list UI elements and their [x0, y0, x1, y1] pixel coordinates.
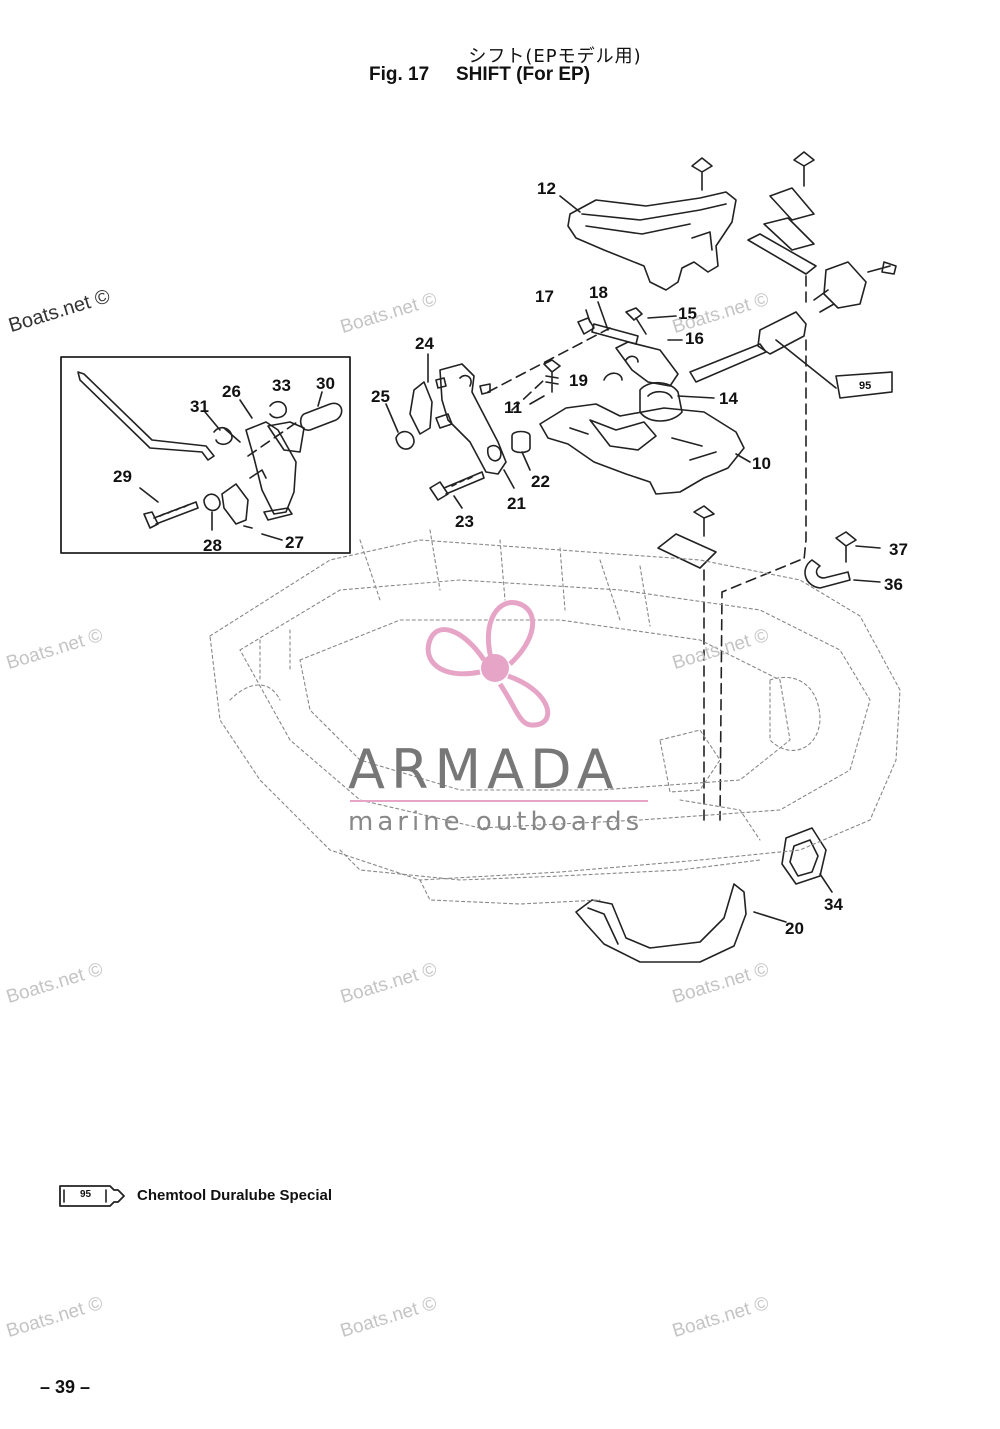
plate-a [769, 187, 815, 221]
legend-tube-number: 95 [80, 1189, 92, 1200]
clamp-36 [804, 559, 851, 589]
callout-21: 21 [507, 494, 526, 513]
shift-arm-16 [615, 341, 679, 387]
callout-30: 30 [316, 374, 335, 393]
figure-number: Fig. 17 [369, 64, 430, 85]
plate-lower [657, 533, 717, 569]
shift-cover-12 [567, 191, 737, 291]
callout-17: 17 [535, 287, 554, 306]
callout-11: 11 [504, 398, 522, 417]
grease-tube-label: 95 [859, 380, 872, 392]
armada-propeller-logo [425, 600, 551, 728]
lower-bracket-20 [575, 883, 747, 963]
figure-title: SHIFT (For EP) [456, 64, 591, 85]
shift-shaft [689, 343, 767, 383]
callout-27: 27 [285, 533, 304, 552]
callout-37: 37 [889, 540, 908, 559]
callout-19: 19 [569, 371, 588, 390]
title-japanese: シフト(EPモデル用) [468, 46, 642, 67]
bushing-22 [511, 430, 531, 454]
bushing-14 [639, 381, 683, 422]
plate-b [763, 217, 815, 251]
callout-16: 16 [685, 329, 704, 348]
bolt-23 [429, 481, 449, 501]
shift-rod [77, 371, 215, 461]
callout-31: 31 [190, 397, 209, 416]
callout-20: 20 [785, 919, 804, 938]
callout-15: 15 [678, 304, 697, 323]
callout-18: 18 [589, 283, 608, 302]
page-number: – 39 – [40, 1377, 91, 1397]
grease-tube-95 [775, 339, 893, 399]
cap-25 [395, 430, 415, 450]
shift-bracket-10 [539, 403, 745, 495]
armada-logo-subtitle: marine outboards [348, 807, 644, 837]
callout-12: 12 [537, 179, 556, 198]
bolt-top-2 [793, 151, 815, 187]
shift-cam-block [823, 261, 867, 309]
callout-29: 29 [113, 467, 132, 486]
collar-30 [299, 402, 343, 431]
callout-34: 34 [824, 895, 843, 914]
legend-tube-icon [59, 1185, 125, 1207]
grommet-34 [781, 827, 827, 885]
armada-logo-text: ARMADA [348, 738, 620, 801]
shift-lever-24 [439, 363, 507, 475]
callout-10: 10 [752, 454, 771, 473]
callout-33: 33 [272, 376, 291, 395]
callout-24: 24 [415, 334, 434, 353]
callout-22: 22 [531, 472, 550, 491]
link-rod-18 [591, 323, 639, 345]
inset-box [60, 356, 351, 554]
plate-c [747, 233, 817, 275]
inset-lever [245, 421, 297, 515]
gear-housing-background [209, 529, 901, 905]
bolt-top-1 [691, 157, 713, 191]
callout-26: 26 [222, 382, 241, 401]
callout-36: 36 [884, 575, 903, 594]
ball-joint-17 [577, 317, 595, 335]
callout-23: 23 [455, 512, 474, 531]
propeller-hub [481, 654, 509, 682]
callout-25: 25 [371, 387, 390, 406]
legend-text: Chemtool Duralube Special [137, 1187, 333, 1204]
callout-28: 28 [203, 536, 222, 555]
callout-14: 14 [719, 389, 738, 408]
